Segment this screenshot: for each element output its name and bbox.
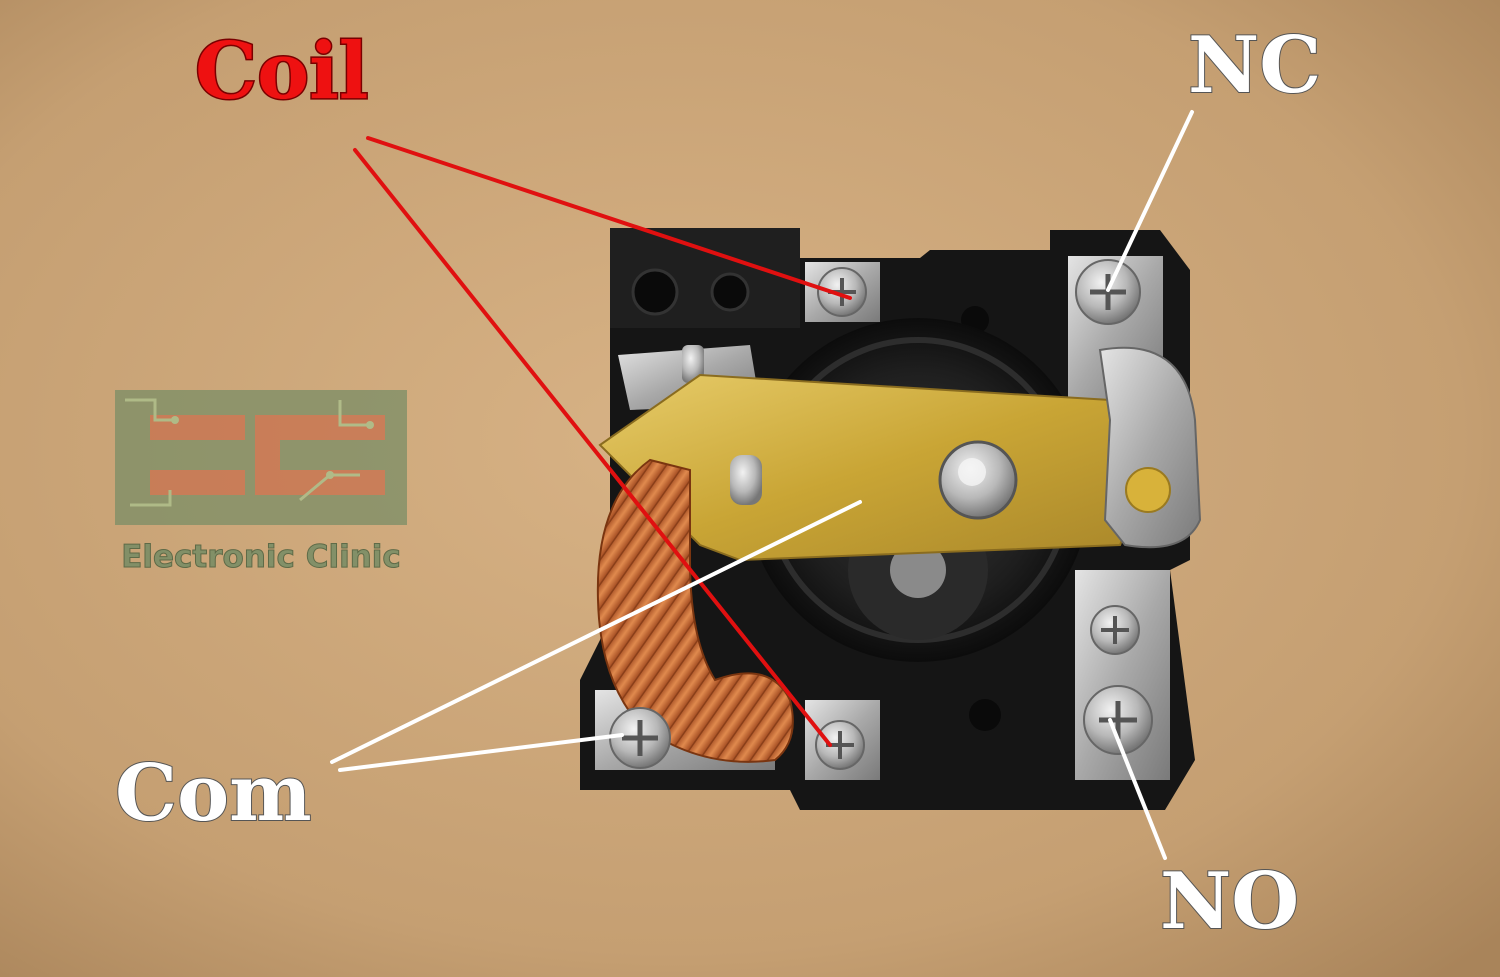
no-screw-upper: [1090, 605, 1140, 655]
watermark-text: Electronic Clinic: [121, 539, 401, 575]
screws: [609, 259, 1153, 770]
coil-pointer-lines: [353, 136, 852, 747]
com-line-upper: [330, 500, 862, 764]
no-line: [1108, 718, 1167, 860]
watermark: Electronic Clinic: [115, 390, 407, 576]
copper-braid: [596, 458, 794, 763]
com-screw: [609, 707, 671, 769]
brass-armature: [598, 346, 1202, 562]
mounting-hole-left: [631, 268, 679, 316]
com-label: Com: [115, 748, 312, 839]
coil-line-bottom: [353, 148, 832, 747]
com-line-lower: [338, 733, 624, 772]
nc-label: NC: [1188, 20, 1321, 111]
mounting-hole-right: [710, 272, 750, 312]
coil-screw-bottom: [815, 720, 865, 770]
coil-label: Coil: [195, 26, 368, 117]
white-pointer-lines: [330, 110, 1194, 860]
coil-line-top: [366, 136, 852, 300]
nc-line: [1106, 110, 1194, 292]
no-screw: [1083, 685, 1153, 755]
coil-screw-top: [817, 267, 867, 317]
contact-knob: [1125, 467, 1171, 513]
no-label: NO: [1160, 856, 1299, 947]
